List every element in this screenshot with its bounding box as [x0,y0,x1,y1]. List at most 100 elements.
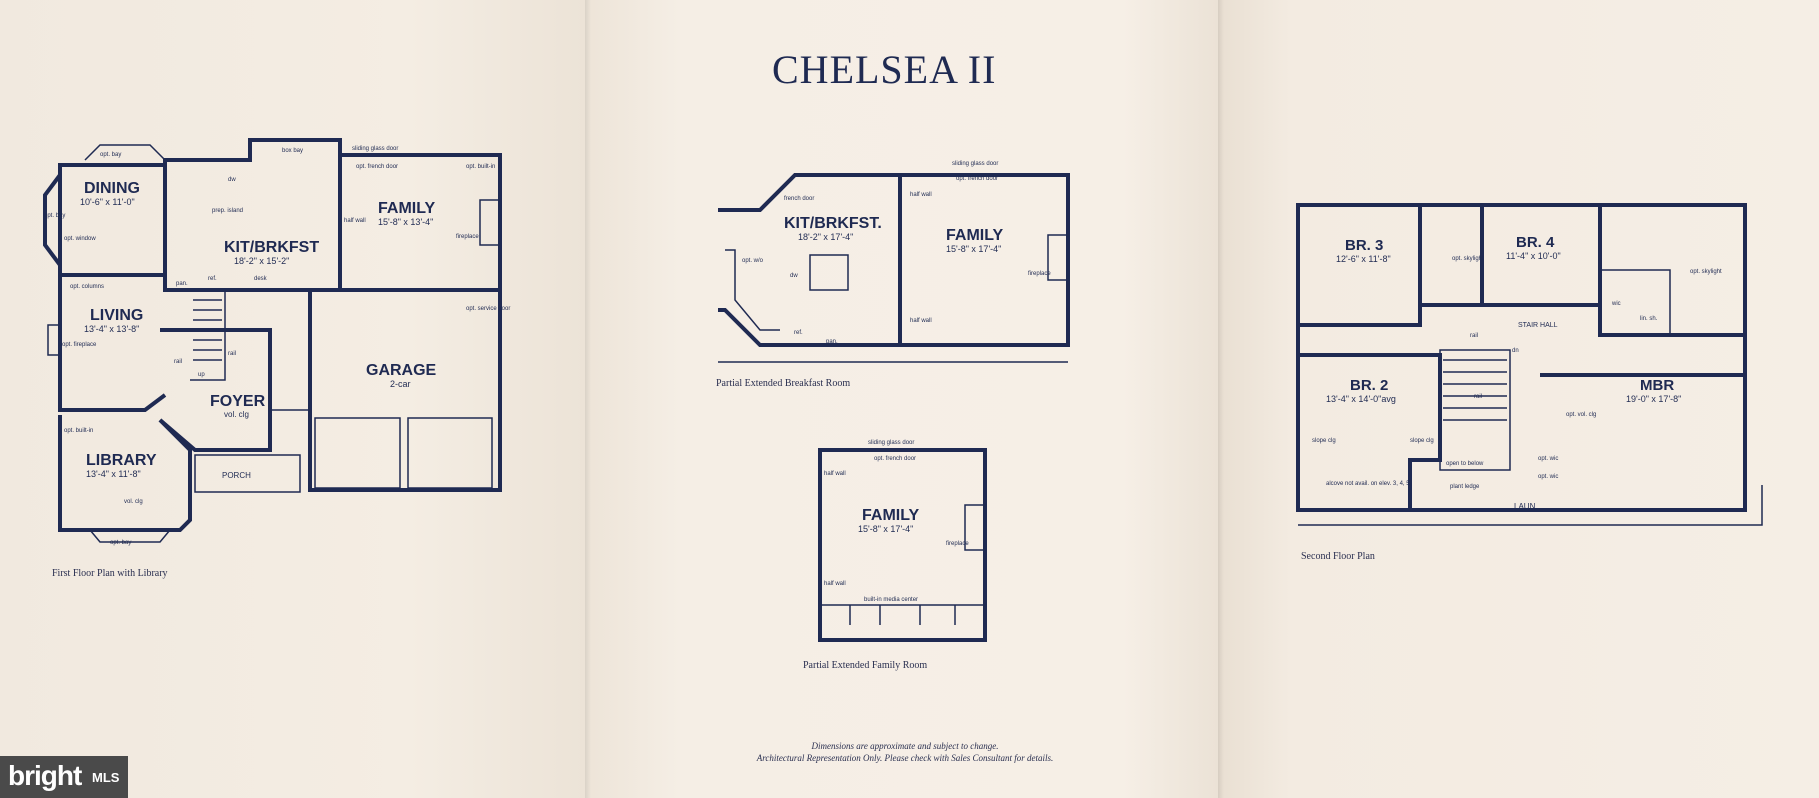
plan-label: opt. built-in [466,164,495,170]
porch [194,454,301,493]
plan-label: opt. w/o [742,258,764,264]
room-name: MBR [1640,377,1674,394]
stair-treads [193,299,222,361]
plan-label: half wall [824,471,846,477]
room-dim: 15'-8" x 17'-4" [858,524,913,534]
room-name: FAMILY [862,507,920,524]
plan-label: pan. [826,339,838,345]
disclaimer-line: Dimensions are approximate and subject t… [811,741,999,751]
library-walls [58,415,192,532]
room-dim: 18'-2" x 15'-2" [234,256,289,266]
breakfast-walls [718,173,902,347]
plan-title: CHELSEA II [772,47,997,92]
plan-label: alcove not avail. on elev. 3, 4, 5 [1326,481,1410,487]
plan-label: fireplace [1028,271,1051,277]
plan-label: wic [1611,301,1621,307]
second-floor-panel [1218,0,1819,798]
plan-label: opt. french door [356,164,398,170]
plan-label: opt. columns [70,284,104,290]
plan-label: half wall [344,218,366,224]
foyer-walls [158,328,272,452]
plan-label: rail [228,351,236,357]
disclaimer-line: Architectural Representation Only. Pleas… [756,753,1054,763]
plan-label: pan. [176,281,188,287]
room-name: LIVING [90,307,143,324]
room-dim: 13'-4" x 13'-8" [84,324,139,334]
plan-label: half wall [910,318,932,324]
garage-door-1 [314,417,401,489]
plan-label: vol. clg [124,499,143,505]
room-dim: 19'-0" x 17'-8" [1626,394,1681,404]
plan-label: up [198,372,205,378]
plan-label: PORCH [222,471,251,480]
plan-label: dw [228,177,236,183]
plan-label: opt. vol. clg [1566,412,1596,418]
wic-box [1599,269,1671,336]
plan-label: half wall [910,192,932,198]
plan-label: sliding glass door [952,161,998,167]
plan-label: opt. wic [1538,474,1558,480]
plan-label: fireplace [946,541,969,547]
plan-label: opt. french door [874,456,916,462]
room-name: LIBRARY [86,452,157,469]
room-name: KIT/BRKFST [224,239,319,256]
caption-second-floor: Second Floor Plan [1301,551,1375,562]
counter [725,249,780,331]
room-dim: 10'-6" x 11'-0" [80,197,135,207]
plan-label: prep. island [212,208,243,214]
plan-label: opt. bay [44,213,65,219]
dining-bay [43,173,62,267]
first-floor-panel [0,0,585,798]
plan-label: built-in media center [864,597,918,603]
plan-label: ref. [208,276,217,282]
plan-label: lin. sh. [1640,316,1658,322]
plan-label: sliding glass door [352,146,398,152]
second-floor-plan [1296,203,1763,526]
plan-label: opt. bay [100,152,121,158]
room-dim: 11'-4" x 10'-0" [1506,251,1561,261]
plan-label: opt. skylight [1690,269,1722,275]
room-dim: 15'-8" x 13'-4" [378,217,433,227]
room-dim: 2-car [390,379,411,389]
logo-text: bright [8,760,82,791]
first-floor-plan [43,138,502,543]
library-bay [89,529,171,543]
fireplace-3 [964,504,986,551]
stair-hall-stairs [1439,349,1511,471]
disclaimer: Dimensions are approximate and subject t… [720,740,1090,764]
plan-label: fireplace [456,234,479,240]
room-name: BR. 4 [1516,234,1555,251]
family-room-walls [818,448,987,642]
room-name: BR. 2 [1350,377,1388,394]
stairs [190,289,226,381]
breakfast-plan [718,173,1070,363]
plan-label: opt. wic [1538,456,1558,462]
plan-label: LAUN. [1514,502,1538,511]
br3-walls [1298,203,1422,327]
second-floor-base [1298,485,1763,526]
plan-label: slope clg [1312,438,1336,444]
plan-label: opt. fireplace [62,342,97,348]
plan-label: plant ledge [1450,484,1480,490]
fireplace-2 [1047,234,1069,281]
family-room-plan [818,448,987,642]
plan-label: opt. service door [466,306,510,312]
plan-label: slope clg [1410,438,1434,444]
plan-label: opt. window [64,236,96,242]
mudroom [270,289,311,411]
room-dim: vol. clg [224,410,249,419]
plan-label: french door [784,196,814,202]
bath-walls [1420,203,1484,307]
room-dim: 15'-8" x 17'-4" [946,244,1001,254]
center-panel [585,0,1218,798]
room-name: FAMILY [378,200,436,217]
plan-label: desk [254,276,268,282]
plan-label: ref. [794,330,803,336]
garage-door-2 [407,417,493,489]
fireplace-1 [479,199,501,246]
plan-label: opt. bay [110,540,131,546]
plan-label: opt. built-in [64,428,93,434]
dining-top-bay [84,144,166,161]
garage-walls [308,288,502,492]
